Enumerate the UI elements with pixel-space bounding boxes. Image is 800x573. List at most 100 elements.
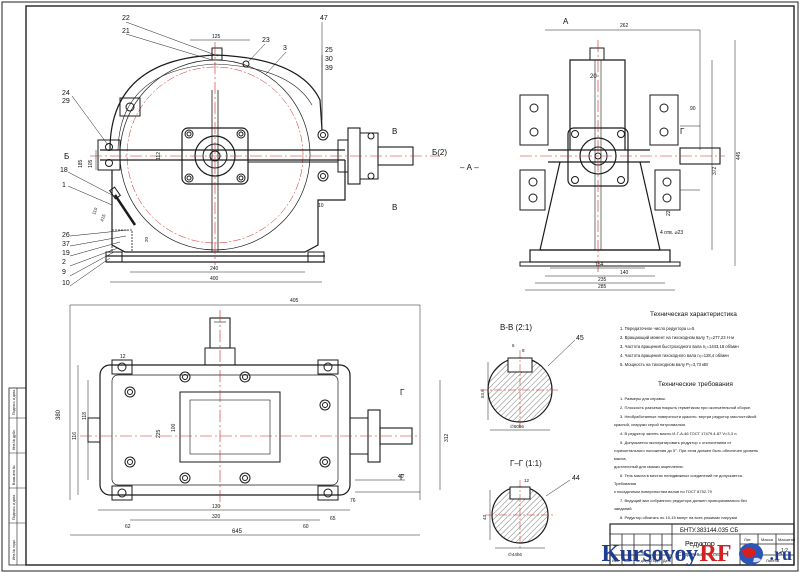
callout: 29 (62, 98, 70, 105)
drawing-name: Редуктор (685, 541, 715, 548)
dimension: 154 (595, 262, 604, 268)
dimension: 12 (120, 354, 126, 360)
section-title: В-В (2:1) (500, 323, 532, 332)
margin-label: Инв.№ подл. (12, 539, 16, 560)
callout: 23 (262, 37, 270, 44)
dimension: 60 (303, 524, 309, 530)
tech-req-item: 7. Ведущий вал собранного редуктора долж… (620, 498, 747, 503)
callout: 3 (283, 45, 287, 52)
tech-char-item: 2. Вращающий момент на тихоходном валу T… (620, 335, 734, 340)
section-label: Б (64, 152, 69, 161)
dimension: 262 (620, 23, 629, 29)
row-label: Изм (612, 559, 619, 563)
callout: 39 (325, 65, 333, 72)
callout: 30 (325, 56, 333, 63)
margin-label: Подпись и дата (12, 390, 16, 415)
tech-req-item: 5. Допускается эксплуатировать редуктор … (620, 440, 731, 445)
tech-req-item: масла, (614, 456, 627, 461)
dimension: 415 (99, 213, 106, 222)
tech-req-item: к посадочным поверхностям валов по ГОСТ … (614, 489, 713, 494)
header-cell: Масштаб (778, 537, 796, 542)
watermark-text: Kursovoy (601, 540, 698, 567)
section-label: Г (680, 127, 685, 136)
side-view-labels: A 20 262 90 445 372 22 154 140 235 285 4… (563, 17, 742, 290)
side-housing-top (569, 59, 626, 150)
dimension: 12 (524, 478, 530, 483)
dimension: 372 (712, 166, 718, 175)
callout: 1 (62, 182, 66, 189)
margin-strip: Инв.№ подл. Подпись и дата Взам.инв.№ Ин… (8, 387, 27, 566)
globe-icon (738, 543, 763, 565)
plan-view (69, 304, 441, 536)
tech-req-item: 1. Размеры для справок. (620, 396, 666, 401)
callout: 20 (590, 74, 597, 80)
watermark-ru: .ru (769, 543, 793, 564)
dimension: 405 (290, 298, 299, 304)
header-cell: Лит. (744, 537, 751, 542)
gear-pitch-circle (126, 66, 304, 244)
tech-req-item: 6. Течь масла в местах неподвижных соеди… (620, 473, 743, 478)
scale-value: 1:2 (781, 548, 788, 554)
dimension: 140 (620, 270, 629, 276)
dimension: 6 (512, 343, 515, 348)
callout: 47 (320, 15, 328, 22)
dimension: 235 (598, 277, 607, 283)
sheets-label: Листов (766, 558, 779, 563)
row-label: № докум. (636, 559, 651, 563)
callout: 37 (62, 241, 70, 248)
callout: 18 (60, 167, 68, 174)
watermark-rf: RF (699, 540, 732, 567)
inner-frame (25, 5, 795, 566)
dimension: 65 (330, 516, 336, 522)
section-vv-labels: В-В (2:1) 45 6 8 53,6 ∅50h6 (480, 323, 584, 429)
tech-req-item: 8. Редуктор обкатать по 10-15 минут на в… (620, 515, 737, 520)
dimension: 312 (444, 433, 450, 442)
tech-characteristics: Техническая характеристика 1. Передаточн… (620, 311, 739, 367)
dimension: 116 (72, 432, 78, 440)
front-leaders (67, 21, 323, 287)
plan-view-labels: 405 12 380 116 118 225 100 312 130 320 6… (56, 298, 450, 535)
dimension: 40 (398, 474, 404, 480)
callout: 24 (62, 90, 70, 97)
dimension: 76 (350, 498, 356, 504)
margin-label: Взам.инв.№ (12, 465, 16, 485)
dimension: 43 (482, 514, 487, 520)
callout: 19 (62, 250, 70, 257)
margin-label: Подпись и дата (12, 495, 16, 520)
dimension: 105 (88, 159, 94, 168)
section-label: В (392, 203, 397, 212)
tech-requirements: Технические требования 1. Размеры для сп… (614, 380, 758, 520)
tech-req-item: достаточный для смазки зацепления. (614, 464, 684, 469)
section-label: – А – (460, 163, 479, 172)
dimension: 185 (78, 159, 84, 168)
dimension: 285 (598, 284, 607, 290)
dimension: 240 (210, 266, 219, 272)
tech-char-title: Техническая характеристика (650, 311, 737, 318)
tech-req-item: Требования (614, 481, 636, 486)
header-cell: Масса (761, 537, 774, 542)
tech-char-item: 4. Частота вращения тихоходного вала n₂=… (620, 353, 730, 358)
front-view (67, 21, 440, 287)
tech-req-title: Технические требования (658, 380, 733, 388)
callout: 44 (572, 475, 580, 482)
drawing-subtitle: Сборочный чертеж (678, 551, 723, 558)
dimension: 445 (736, 151, 742, 160)
dimension: 125 (212, 34, 221, 40)
tech-req-item: красной, снаружи серой нитроэмалью. (614, 422, 686, 427)
dimension: 90 (690, 106, 696, 112)
callout: 22 (122, 15, 130, 22)
tech-char-item: 1. Передаточное число редуктора u=5 (620, 326, 695, 331)
dimension: 130 (212, 504, 221, 510)
housing-base-outline (111, 160, 346, 253)
dimension: 4 отв. ⌀23 (660, 230, 683, 236)
dimension: 400 (210, 276, 219, 282)
margin-label: Инв.№ дубл. (12, 429, 16, 450)
plan-outline (99, 364, 351, 496)
section-label: Б(2) (432, 148, 447, 157)
tech-char-item: 3. Частота вращения быстроходного вала n… (620, 344, 739, 349)
dimension: 112 (156, 152, 162, 160)
plan-bolts (124, 371, 331, 484)
row-label: Подп. (651, 559, 660, 563)
dimension: 10 (318, 203, 324, 209)
